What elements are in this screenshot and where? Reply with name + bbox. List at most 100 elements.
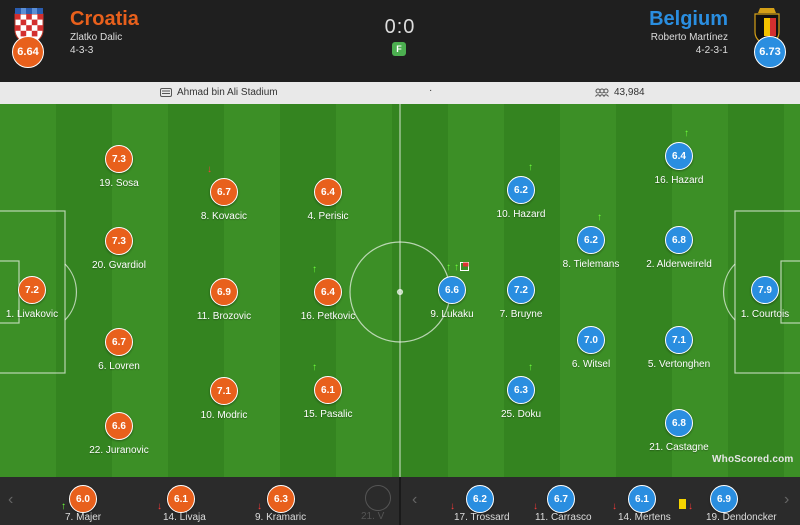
pitch: 7.2 1. Livakovic 7.3 19. Sosa 7.3 20. Gv… — [0, 104, 800, 477]
player-home-10[interactable]: ↑ 6.4 16. Petkovic — [278, 265, 378, 328]
player-rating: 6.2 — [507, 176, 535, 204]
match-info-bar: Ahmad bin Ali Stadium · 43,984 — [0, 82, 800, 104]
substitutes-bar: ‹ ↑ 6.0 7. Majer ↓ 6.1 14. Livaja ↓ 6.3 … — [0, 477, 800, 525]
attendance-icon — [595, 88, 609, 97]
subbed-on-arrow-icon: ↑ — [684, 128, 689, 139]
sub-home-2[interactable]: ↓ 6.1 14. Livaja — [155, 477, 245, 525]
whoscored-watermark: WhoScored.com — [712, 454, 794, 465]
home-team-name[interactable]: Croatia — [70, 8, 139, 30]
player-away-4[interactable]: 7.1 5. Vertonghen — [629, 326, 729, 376]
player-home-2[interactable]: 7.3 19. Sosa — [69, 145, 169, 195]
player-rating: 7.2 — [507, 276, 535, 304]
player-name: 16. Hazard — [654, 175, 704, 186]
player-rating: 6.4 — [665, 142, 693, 170]
player-home-9[interactable]: 6.4 4. Perisic — [278, 178, 378, 228]
away-team-name[interactable]: Belgium — [649, 8, 728, 30]
player-name: 8. Tielemans — [562, 259, 620, 270]
player-away-10[interactable]: ↑ 6.3 25. Doku — [471, 363, 571, 426]
player-name: 7. Bruyne — [499, 309, 543, 320]
stadium-icon — [160, 88, 172, 97]
player-rating: 6.7 — [105, 328, 133, 356]
player-rating: 7.2 — [18, 276, 46, 304]
player-rating: 7.9 — [751, 276, 779, 304]
match-score: 0:0 — [384, 16, 416, 38]
subbed-on-arrow-icon: ↑ — [454, 262, 459, 273]
subbed-on-arrow-icon: ↑ — [528, 162, 533, 173]
player-name: 8. Kovacic — [200, 211, 248, 222]
subbed-off-arrow-icon: ↓ — [533, 501, 538, 512]
player-away-7[interactable]: 7.0 6. Witsel — [541, 326, 641, 376]
sub-away-1[interactable]: ↓ 6.2 17. Trossard — [448, 477, 538, 525]
info-separator: · — [429, 85, 433, 96]
player-name: 4. Perisic — [307, 211, 349, 222]
player-home-7[interactable]: 6.9 11. Brozovic — [174, 278, 274, 328]
player-home-4[interactable]: 6.7 6. Lovren — [69, 328, 169, 378]
player-name: 16. Petkovic — [300, 311, 356, 322]
subbed-on-arrow-icon: ↑ — [312, 362, 317, 373]
subs-divider — [399, 477, 401, 525]
away-formation: 4-2-3-1 — [695, 45, 728, 56]
player-away-11[interactable]: ↑ ↑ 6.6 9. Lukaku — [402, 262, 502, 326]
sub-name: 7. Majer — [65, 512, 102, 523]
player-rating: 7.3 — [105, 145, 133, 173]
player-away-2[interactable]: ↑ 6.4 16. Hazard — [629, 129, 729, 192]
sub-name: 9. Kramaric — [255, 512, 307, 523]
player-away-8[interactable]: ↑ 6.2 10. Hazard — [471, 163, 571, 226]
subbed-off-arrow-icon: ↓ — [257, 501, 262, 512]
player-rating: 7.3 — [105, 227, 133, 255]
chevron-left-icon[interactable]: ‹ — [412, 491, 418, 508]
player-name: 1. Courtois — [740, 309, 790, 320]
subbed-off-arrow-icon: ↓ — [612, 501, 617, 512]
sub-rating: 6.1 — [628, 485, 656, 513]
sub-home-4-name: 21. V — [361, 511, 385, 522]
chevron-left-icon[interactable]: ‹ — [8, 491, 14, 508]
yellow-card-icon — [679, 499, 686, 509]
sub-away-2[interactable]: ↓ 6.7 11. Carrasco — [531, 477, 621, 525]
player-name: 11. Brozovic — [196, 311, 252, 322]
player-home-8[interactable]: 7.1 10. Modric — [174, 377, 274, 427]
player-rating: 6.1 — [314, 376, 342, 404]
player-home-5[interactable]: 6.6 22. Juranovic — [69, 412, 169, 462]
chevron-right-icon[interactable]: › — [784, 491, 790, 508]
player-name: 9. Lukaku — [430, 309, 474, 320]
attendance-value: 43,984 — [614, 87, 645, 98]
sub-name: 17. Trossard — [454, 512, 510, 523]
home-formation: 4-3-3 — [70, 45, 94, 56]
player-away-9[interactable]: 7.2 7. Bruyne — [471, 276, 571, 326]
player-home-3[interactable]: 7.3 20. Gvardiol — [69, 227, 169, 277]
sub-away-3[interactable]: ↓ 6.1 14. Mertens — [612, 477, 702, 525]
player-home-1[interactable]: 7.2 1. Livakovic — [0, 276, 82, 326]
subbed-off-arrow-icon: ↓ — [207, 164, 212, 175]
player-name: 15. Pasalic — [303, 409, 353, 420]
sub-away-4[interactable]: ↓ 6.9 19. Dendoncker — [688, 477, 778, 525]
subbed-on-arrow-icon: ↑ — [597, 212, 602, 223]
sub-home-3[interactable]: ↓ 6.3 9. Kramaric — [255, 477, 345, 525]
player-away-6[interactable]: ↑ 6.2 8. Tielemans — [541, 213, 641, 276]
sub-home-1[interactable]: ↑ 6.0 7. Majer — [57, 477, 147, 525]
player-name: 1. Livakovic — [5, 309, 59, 320]
player-name: 2. Alderweireld — [646, 259, 712, 270]
subbed-off-arrow-icon: ↓ — [450, 501, 455, 512]
player-rating: 6.8 — [665, 409, 693, 437]
player-name: 22. Juranovic — [89, 445, 149, 456]
captain-flag-icon — [460, 262, 469, 271]
sub-home-4-placeholder — [365, 485, 391, 511]
player-rating: 6.4 — [314, 178, 342, 206]
player-rating: 6.8 — [665, 226, 693, 254]
player-home-11[interactable]: ↑ 6.1 15. Pasalic — [278, 363, 378, 426]
sub-name: 14. Mertens — [618, 512, 671, 523]
sub-rating: 6.0 — [69, 485, 97, 513]
player-name: 10. Hazard — [496, 209, 546, 220]
player-name: 21. Castagne — [649, 442, 709, 453]
attendance-info: 43,984 — [595, 87, 645, 98]
player-away-5[interactable]: 6.8 21. Castagne — [629, 409, 729, 459]
player-home-6[interactable]: ↓ 6.7 8. Kovacic — [174, 165, 274, 228]
player-away-1[interactable]: 7.9 1. Courtois — [715, 276, 800, 326]
subbed-on-arrow-icon: ↑ — [528, 362, 533, 373]
home-manager: Zlatko Dalic — [70, 32, 123, 43]
sub-rating: 6.9 — [710, 485, 738, 513]
player-away-3[interactable]: 6.8 2. Alderweireld — [629, 226, 729, 276]
subbed-on-arrow-icon: ↑ — [312, 264, 317, 275]
player-name: 10. Modric — [200, 410, 248, 421]
home-team-rating: 6.64 — [12, 36, 44, 68]
